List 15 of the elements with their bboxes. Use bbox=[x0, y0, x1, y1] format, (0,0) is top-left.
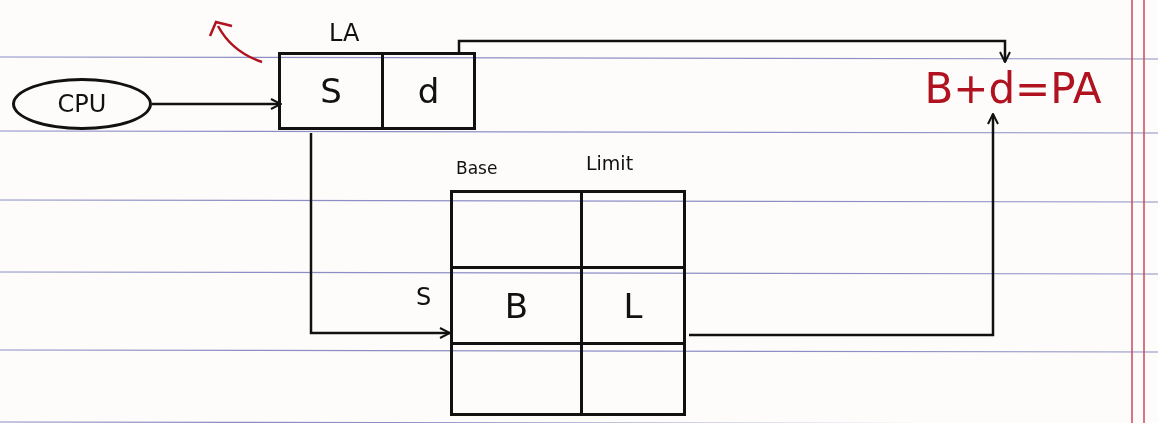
arrow bbox=[457, 39, 1011, 63]
table-cell-box bbox=[580, 190, 686, 269]
heading-text: Base bbox=[456, 158, 498, 178]
heading-text: LA bbox=[329, 19, 360, 47]
table-cell-box bbox=[580, 342, 686, 416]
cpu-ellipse: CPU bbox=[12, 78, 152, 130]
heading-text: Limit bbox=[586, 152, 634, 174]
arrow bbox=[689, 113, 999, 337]
arrow bbox=[309, 133, 451, 339]
offset-cell: d bbox=[381, 55, 473, 127]
table-cell-box bbox=[450, 342, 583, 416]
physical-address-formula: B+d=PA bbox=[900, 62, 1126, 114]
table-cell-box bbox=[450, 190, 583, 269]
arrow bbox=[152, 98, 282, 110]
segment-cell: S bbox=[281, 55, 381, 127]
